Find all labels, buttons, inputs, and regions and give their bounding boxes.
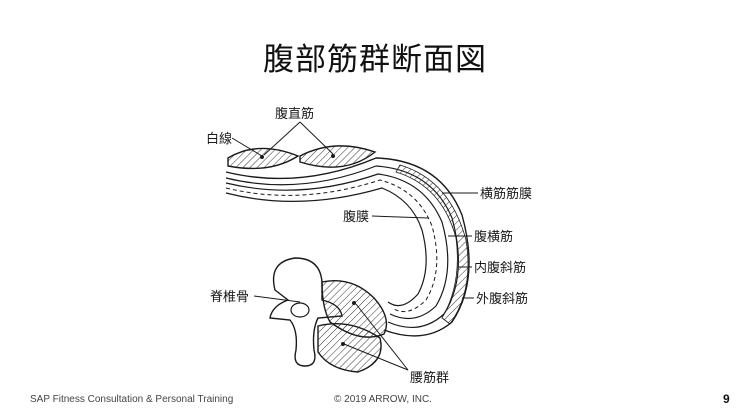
label-external-oblique: 外腹斜筋 bbox=[476, 291, 528, 307]
label-lumbar-muscles: 腰筋群 bbox=[410, 370, 449, 386]
slide-title: 腹部筋群断面図 bbox=[263, 42, 487, 78]
footer-company: SAP Fitness Consultation & Personal Trai… bbox=[30, 394, 234, 405]
label-transversalis-fascia: 横筋筋膜 bbox=[480, 186, 532, 202]
leader-lines bbox=[231, 121, 478, 371]
label-transversus-abdominis: 腹横筋 bbox=[474, 229, 513, 245]
rectus-abdominis-shape bbox=[227, 145, 377, 170]
footer-copyright: © 2019 ARROW, INC. bbox=[334, 394, 432, 405]
abdominal-wall-layers bbox=[225, 157, 470, 337]
page-number: 9 bbox=[723, 392, 730, 406]
label-rectus-abdominis: 腹直筋 bbox=[275, 106, 314, 122]
vertebra-shape bbox=[269, 257, 343, 367]
label-vertebra: 脊椎骨 bbox=[210, 290, 249, 305]
lumbar-muscles-shape bbox=[317, 280, 388, 373]
label-internal-oblique: 内腹斜筋 bbox=[474, 260, 526, 276]
label-peritoneum: 腹膜 bbox=[343, 209, 369, 225]
label-white-line: 白線 bbox=[206, 131, 232, 147]
